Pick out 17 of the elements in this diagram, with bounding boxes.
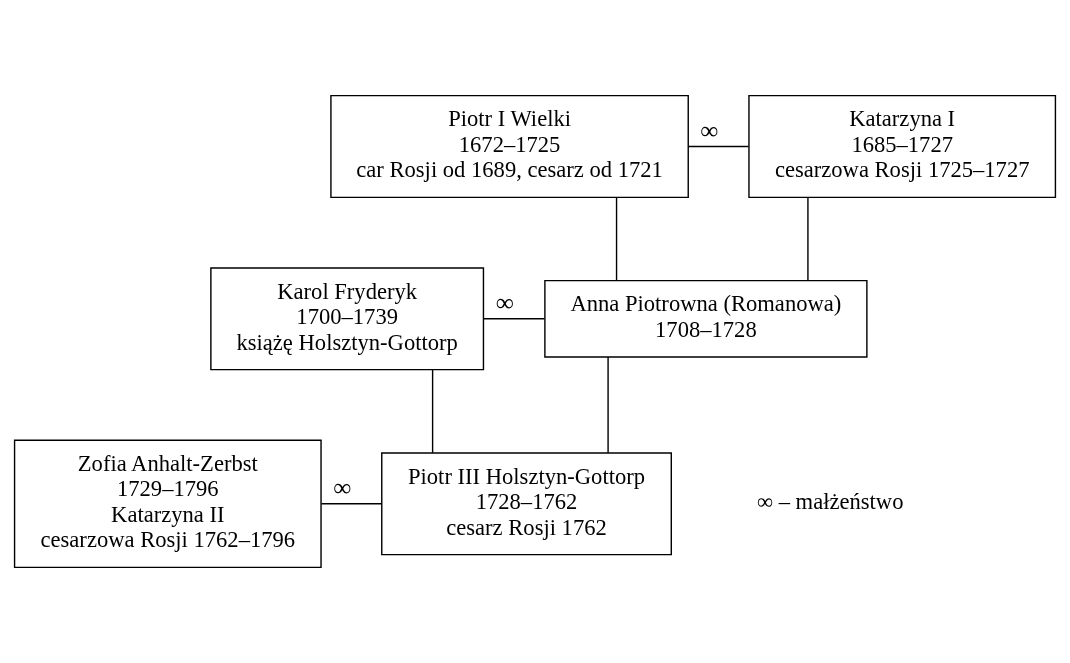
node-box: Piotr I Wielki 1672–1725 car Rosji od 1689, cesarz od 1721 (330, 94, 689, 199)
node-box: Zofia Anhalt-Zerbst 1729–1796 Katarzyna II cesarzowa Rosji 1762–1796 (13, 439, 322, 569)
connector (607, 356, 609, 454)
connector (615, 197, 618, 282)
node-box: Piotr III Holsztyn-Gottorp 1728–1762 cesarz Rosji 1762 (381, 452, 672, 556)
node-box: Anna Piotrowna (Romanowa) 1708–1728 (544, 279, 868, 358)
node-box: Karol Fryderyk 1700–1739 książę Holsztyn-Gottorp (210, 267, 485, 371)
edge-label: ∞ (700, 115, 719, 144)
label: ∞ – małżeństwo (756, 489, 904, 515)
edge-label: ∞ (333, 472, 352, 501)
connector (320, 503, 383, 505)
connector (483, 318, 546, 320)
connector (687, 145, 750, 148)
connector (807, 197, 809, 282)
connector (431, 369, 434, 454)
edge-label: ∞ (495, 287, 514, 316)
node-box: Katarzyna I 1685–1727 cesarzowa Rosji 1725–1727 (748, 94, 1057, 199)
